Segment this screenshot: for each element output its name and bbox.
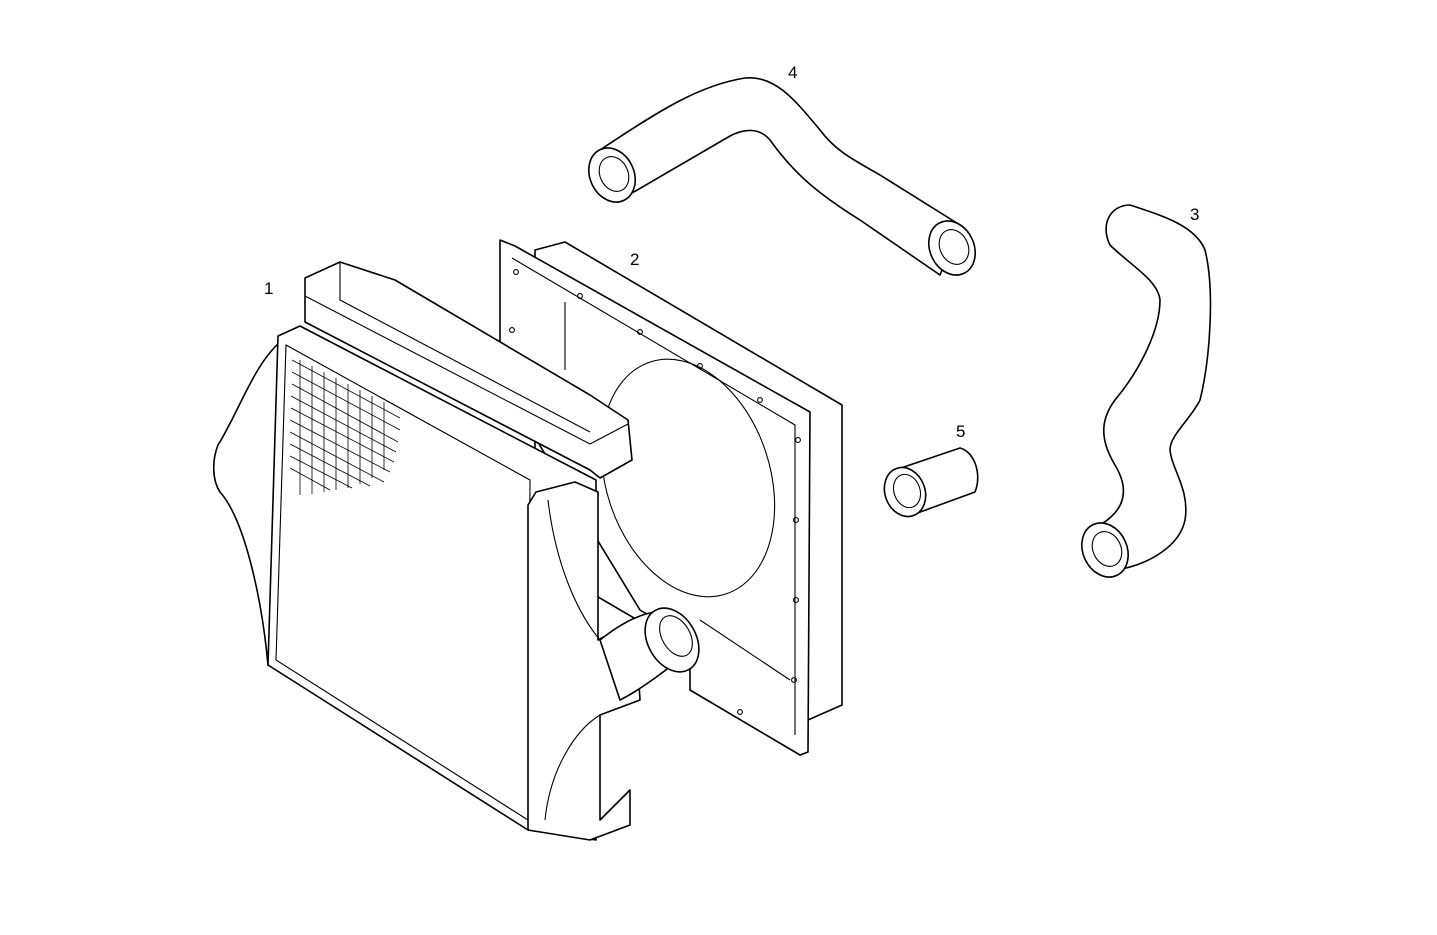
callout-4: 4	[788, 63, 797, 82]
callout-2: 2	[630, 250, 639, 269]
fan-shroud[interactable]	[499, 239, 843, 756]
callout-3: 3	[1190, 205, 1199, 224]
upper-radiator-hose[interactable]	[580, 77, 984, 283]
lower-radiator-hose[interactable]	[1073, 204, 1212, 585]
core-fin-grid	[289, 359, 401, 495]
straight-hose-sleeve[interactable]	[878, 447, 979, 522]
callout-5: 5	[956, 422, 965, 441]
callout-1: 1	[264, 279, 273, 298]
radiator-core-assembly[interactable]	[212, 261, 710, 841]
